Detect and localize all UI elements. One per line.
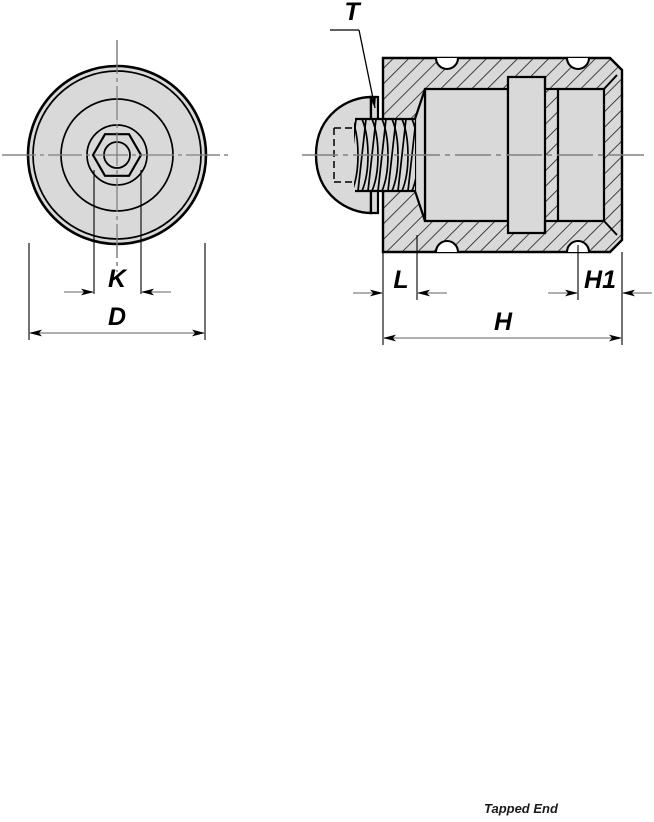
- top-notch-left: [434, 57, 460, 70]
- bottom-notch-right: [565, 240, 591, 253]
- dimension-H1-label: H1: [584, 266, 616, 294]
- bottom-notch-left: [434, 240, 460, 253]
- dimension-L-label: L: [393, 266, 408, 294]
- drawing-caption: Tapped End: [484, 801, 559, 816]
- dimension-D-label: D: [108, 303, 126, 331]
- top-notch-left-fill: [436, 58, 458, 69]
- chamfer-bottom-right: [603, 220, 618, 236]
- top-notch-right-fill: [567, 58, 589, 69]
- chamfer-top-right: [603, 74, 618, 90]
- dimension-T-label: T: [344, 0, 362, 26]
- front-view: K D: [2, 40, 232, 340]
- dimension-H-label: H: [494, 308, 513, 336]
- dimension-K-label: K: [108, 265, 128, 293]
- dimension-T: T: [330, 0, 377, 109]
- dimension-H: H: [382, 300, 623, 345]
- dimension-H1: H1: [548, 245, 652, 300]
- section-view: T L H1 H: [302, 0, 652, 345]
- top-notch-right: [565, 57, 591, 70]
- dimension-D: D: [28, 243, 206, 340]
- bottom-notch-left-fill: [436, 241, 458, 252]
- dimension-L: L: [353, 235, 447, 300]
- dimension-K: K: [64, 170, 171, 296]
- dimension-T-leader-arrow: [358, 29, 377, 109]
